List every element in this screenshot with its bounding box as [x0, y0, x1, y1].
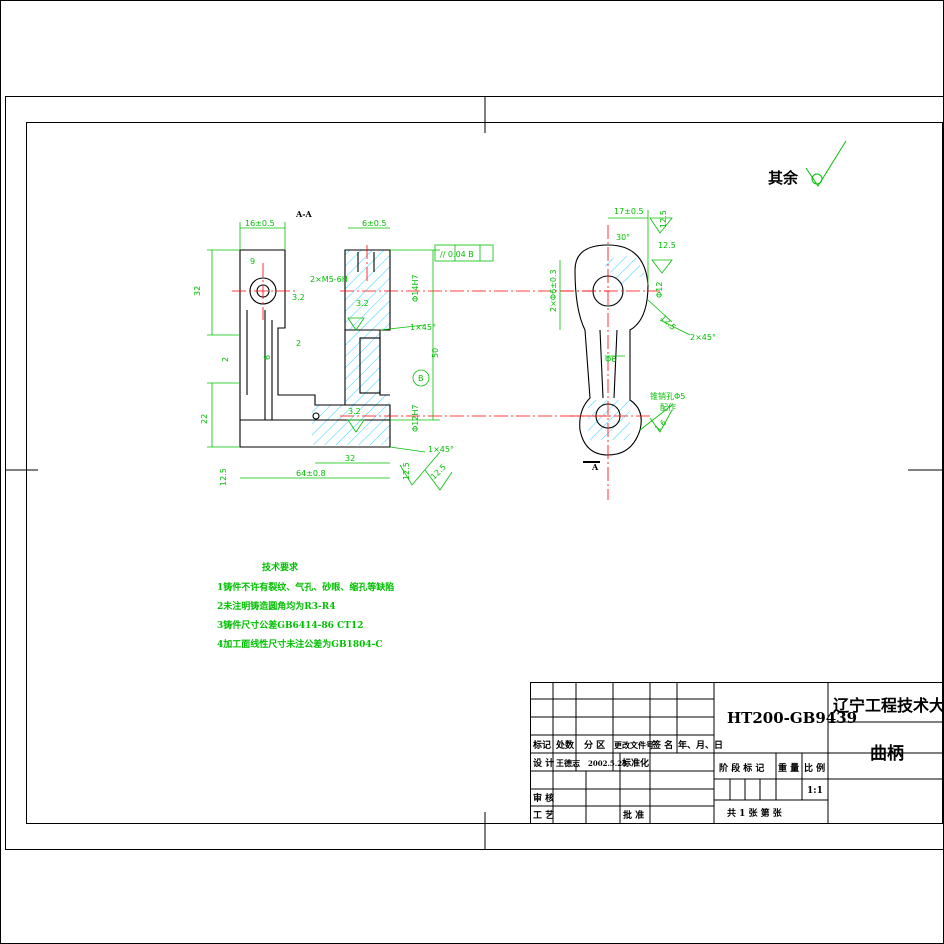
dim-phi6: Φ6	[605, 355, 616, 364]
dim-50: 50	[431, 348, 440, 358]
dim-2a: 2	[221, 357, 230, 362]
tech-item-3: 3铸件尺寸公差GB6414-86 CT12	[217, 619, 363, 631]
rev-sign-header: 签 名	[651, 739, 673, 751]
material: HT200-GB9439	[727, 709, 857, 727]
hatch-region	[312, 250, 390, 445]
hatch-top	[600, 255, 645, 285]
title-block-grid	[530, 682, 943, 824]
dim-phi14: Φ14H7	[411, 274, 420, 302]
design-date: 2002.5.23	[588, 759, 627, 768]
stage-label: 阶 段 标 记	[719, 762, 764, 774]
tech-title: 技术要求	[262, 561, 299, 573]
taper-pin-note: 锥销孔Φ5	[650, 391, 685, 401]
part-name: 曲柄	[870, 743, 904, 764]
front-centerlines	[560, 225, 660, 500]
dim-12-5c: 12.5	[429, 462, 448, 481]
dim-30deg: 30°	[616, 233, 630, 242]
dim-9: 9	[250, 257, 255, 266]
standard-label: 标准化	[621, 757, 649, 769]
dim-3-2c: 3.2	[292, 293, 305, 302]
sheet-outer-frame	[5, 96, 944, 850]
dim-3-2a: 3.2	[356, 299, 369, 308]
dim-16: 16±0.5	[245, 219, 275, 228]
dim-17: 17±0.5	[614, 207, 644, 216]
school-name: 辽宁工程技术大学	[833, 696, 944, 715]
datum-b: B	[418, 374, 424, 383]
tech-requirements: 技术要求 1铸件不许有裂纹、气孔、砂眼、缩孔等缺陷 2未注明铸造圆角均为R3-R…	[217, 561, 394, 650]
weight-label: 重 量	[778, 762, 799, 774]
dim-phi12: Φ12H7	[411, 404, 420, 432]
designer-name: 王德志	[556, 758, 580, 768]
sheet-count: 共 1 张 第 张	[727, 807, 783, 819]
dim-phi12r: Φ12	[655, 282, 664, 298]
approve-label: 批 准	[623, 809, 644, 821]
tech-item-4: 4加工面线性尺寸未注公差为GB1804-C	[217, 638, 383, 650]
section-centerlines	[232, 245, 610, 417]
design-label: 设 计	[533, 757, 554, 769]
dim-r15: 2×Φ6±0.3	[549, 269, 558, 312]
section-dimension-lines	[207, 222, 494, 491]
review-label: 审 核	[533, 792, 554, 804]
front-dimension-text: 17±0.5 30° 12.5 12.5 12.5 Φ12 2×45° 2×Φ6…	[549, 207, 716, 433]
section-label: A-A	[295, 209, 313, 219]
roughness-note: 其余	[768, 169, 799, 187]
tech-item-1: 1铸件不许有裂纹、气孔、砂眼、缩孔等缺陷	[217, 581, 394, 593]
geometric-tolerance: // 0.04 B	[440, 250, 474, 259]
dim-2x45r: 2×45°	[690, 333, 716, 342]
dim-thread: 2×M5-6H	[310, 275, 348, 284]
dim-12-5r3: 12.5	[659, 313, 678, 332]
dim-1x45a: 1×45°	[410, 323, 436, 332]
rev-date-header: 年、月、日	[678, 739, 723, 751]
dim-12-5r: 12.5	[659, 210, 668, 228]
section-marker-a: A	[591, 462, 599, 472]
ratio-value: 1:1	[807, 786, 823, 796]
dim-6: 6±0.5	[362, 219, 387, 228]
dim-6b: 6	[263, 355, 272, 360]
section-outline	[239, 249, 391, 448]
dim-12-5a: 12.5	[219, 468, 228, 486]
dim-3-2b: 3.2	[348, 407, 361, 416]
rev-count-header: 处数	[555, 739, 575, 751]
roughness-symbol	[805, 140, 847, 187]
dim-32h: 32	[345, 454, 355, 463]
process-label: 工 艺	[533, 809, 554, 821]
dim-1x45b: 1×45°	[428, 445, 454, 454]
rev-doc-header: 更改文件号	[614, 740, 654, 750]
ratio-label: 比 例	[804, 762, 825, 774]
front-view: 17±0.5 30° 12.5 12.5 12.5 Φ12 2×45° 2×Φ6…	[549, 207, 716, 500]
taper-pin-note-2: 配作	[660, 402, 676, 412]
hatch-bottom	[588, 400, 630, 440]
title-block-text: HT200-GB9439 辽宁工程技术大学 曲柄 标记 处数 分 区 更改文件号…	[532, 696, 944, 821]
dim-12-5r2: 12.5	[658, 241, 676, 250]
front-dimension-lines	[559, 210, 691, 433]
section-dimension-text: 16±0.5 9 6±0.5 32 2 2 6 22 12.5 64±0.8 3…	[193, 219, 474, 486]
dim-22: 22	[200, 414, 209, 424]
dim-64: 64±0.8	[296, 469, 326, 478]
dim-2b: 2	[296, 339, 301, 348]
dim-32v: 32	[193, 286, 202, 296]
dim-12-5b: 12.5	[402, 462, 411, 480]
tech-item-2: 2未注明铸造圆角均为R3-R4	[217, 600, 335, 612]
rev-mark-header: 标记	[532, 739, 551, 751]
rev-zone-header: 分 区	[584, 739, 605, 751]
section-view: A-A	[193, 209, 610, 491]
